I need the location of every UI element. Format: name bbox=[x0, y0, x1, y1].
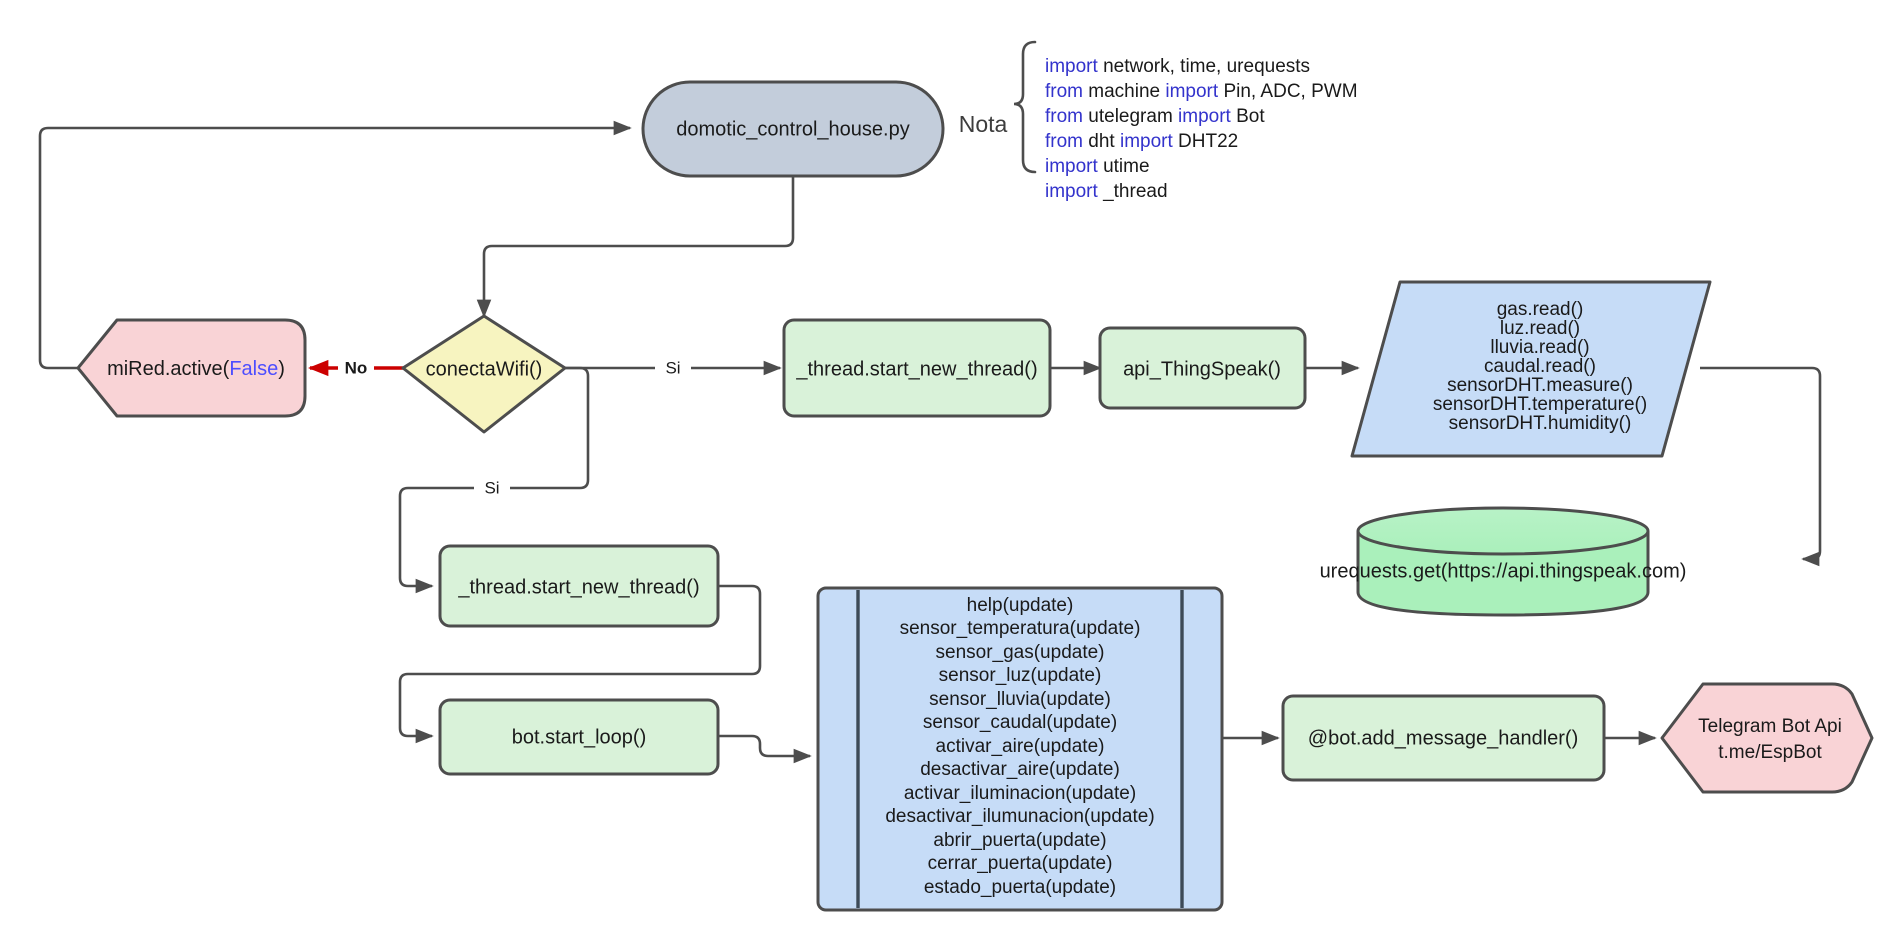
code-line-2: from utelegram import Bot bbox=[1045, 106, 1265, 127]
handler-line-10: abrir_puerta(update) bbox=[933, 830, 1106, 851]
node-thread-bottom-label: _thread.start_new_thread() bbox=[457, 576, 699, 598]
edge-label-no-text: No bbox=[345, 358, 368, 377]
node-start[interactable]: domotic_control_house.py bbox=[641, 80, 945, 178]
handler-line-4: sensor_lluvia(update) bbox=[929, 689, 1111, 710]
sensor-line-0: gas.read() bbox=[1497, 299, 1584, 320]
code-line-5: import _thread bbox=[1045, 181, 1168, 202]
edge-threadbottom-to-botloop bbox=[398, 584, 762, 744]
sensor-line-5: sensorDHT.temperature() bbox=[1433, 394, 1647, 415]
handler-line-7: desactivar_aire(update) bbox=[920, 759, 1120, 780]
handler-line-9: desactivar_ilumunacion(update) bbox=[885, 806, 1154, 827]
sensor-line-4: sensorDHT.measure() bbox=[1447, 375, 1633, 396]
handler-line-1: sensor_temperatura(update) bbox=[900, 618, 1141, 639]
edge-start-to-decision bbox=[476, 176, 795, 318]
note-label: Nota bbox=[959, 111, 1008, 137]
handler-line-3: sensor_luz(update) bbox=[939, 665, 1102, 686]
handler-line-12: estado_puerta(update) bbox=[924, 877, 1116, 898]
mired-suffix: ) bbox=[278, 358, 285, 380]
node-api-thingspeak[interactable]: api_ThingSpeak() bbox=[1098, 326, 1307, 410]
edge-label-si-top-text: Si bbox=[665, 358, 680, 377]
node-add-message-handler-label: @bot.add_message_handler() bbox=[1308, 727, 1578, 749]
node-telegram-line2: t.me/EspBot bbox=[1718, 742, 1822, 763]
node-decision-conectawifi[interactable]: conectaWifi() bbox=[401, 314, 567, 434]
node-thread-start-new-thread-bottom[interactable]: _thread.start_new_thread() bbox=[438, 544, 720, 628]
node-bot-handlers[interactable]: help(update) sensor_temperatura(update) … bbox=[816, 586, 1224, 912]
handler-line-11: cerrar_puerta(update) bbox=[928, 853, 1113, 874]
edge-label-si-bottom-text: Si bbox=[484, 478, 499, 497]
node-add-message-handler[interactable]: @bot.add_message_handler() bbox=[1281, 694, 1606, 782]
node-start-label: domotic_control_house.py bbox=[676, 118, 909, 140]
note-block: Nota import network, time, urequests fro… bbox=[959, 40, 1358, 202]
code-line-4: import utime bbox=[1045, 156, 1150, 177]
node-mired-label: miRed.active(False) bbox=[107, 358, 285, 380]
mired-prefix: miRed.active( bbox=[107, 358, 230, 380]
code-line-1: from machine import Pin, ADC, PWM bbox=[1045, 81, 1358, 102]
node-sensor-reads-lines: gas.read() luz.read() lluvia.read() caud… bbox=[1433, 299, 1647, 434]
note-brace bbox=[1013, 40, 1037, 174]
edge-botloop-to-handlers bbox=[718, 734, 812, 764]
node-mired-active[interactable]: miRed.active(False) bbox=[76, 318, 307, 418]
node-telegram-line1: Telegram Bot Api bbox=[1698, 716, 1842, 737]
edge-label-no: No bbox=[338, 356, 374, 380]
mired-value: False bbox=[229, 358, 278, 380]
code-line-0: import network, time, urequests bbox=[1045, 56, 1310, 77]
handler-line-2: sensor_gas(update) bbox=[936, 642, 1105, 663]
sensor-line-3: caudal.read() bbox=[1484, 356, 1596, 377]
node-bot-handlers-lines: help(update) sensor_temperatura(update) … bbox=[885, 595, 1154, 898]
sensor-line-1: luz.read() bbox=[1500, 318, 1580, 339]
node-api-thingspeak-label: api_ThingSpeak() bbox=[1123, 358, 1281, 380]
handler-line-0: help(update) bbox=[967, 595, 1074, 616]
node-bot-start-loop-label: bot.start_loop() bbox=[512, 726, 647, 748]
sensor-line-6: sensorDHT.humidity() bbox=[1449, 413, 1632, 434]
node-bot-start-loop[interactable]: bot.start_loop() bbox=[438, 698, 720, 776]
handler-line-8: activar_iluminacion(update) bbox=[904, 783, 1136, 804]
code-line-3: from dht import DHT22 bbox=[1045, 131, 1238, 152]
node-thread-start-new-thread-top[interactable]: _thread.start_new_thread() bbox=[782, 318, 1052, 418]
node-telegram-bot-api[interactable]: Telegram Bot Api t.me/EspBot bbox=[1660, 682, 1874, 794]
node-decision-label: conectaWifi() bbox=[426, 358, 543, 380]
node-urequests-label: urequests.get(https://api.thingspeak.com… bbox=[1320, 560, 1687, 582]
note-code: import network, time, urequests from mac… bbox=[1045, 56, 1358, 202]
edge-label-si-bottom: Si bbox=[474, 477, 510, 499]
handler-line-6: activar_aire(update) bbox=[936, 736, 1105, 757]
node-thread-top-label: _thread.start_new_thread() bbox=[795, 358, 1037, 380]
edge-sensors-to-cylinder bbox=[1700, 366, 1822, 567]
edge-mired-to-start bbox=[38, 120, 632, 370]
handler-line-5: sensor_caudal(update) bbox=[923, 712, 1117, 733]
sensor-line-2: lluvia.read() bbox=[1490, 337, 1589, 358]
edge-label-si-top: Si bbox=[655, 357, 691, 379]
node-sensor-reads[interactable]: gas.read() luz.read() lluvia.read() caud… bbox=[1350, 280, 1712, 458]
node-urequests-cylinder[interactable]: urequests.get(https://api.thingspeak.com… bbox=[1320, 506, 1687, 617]
